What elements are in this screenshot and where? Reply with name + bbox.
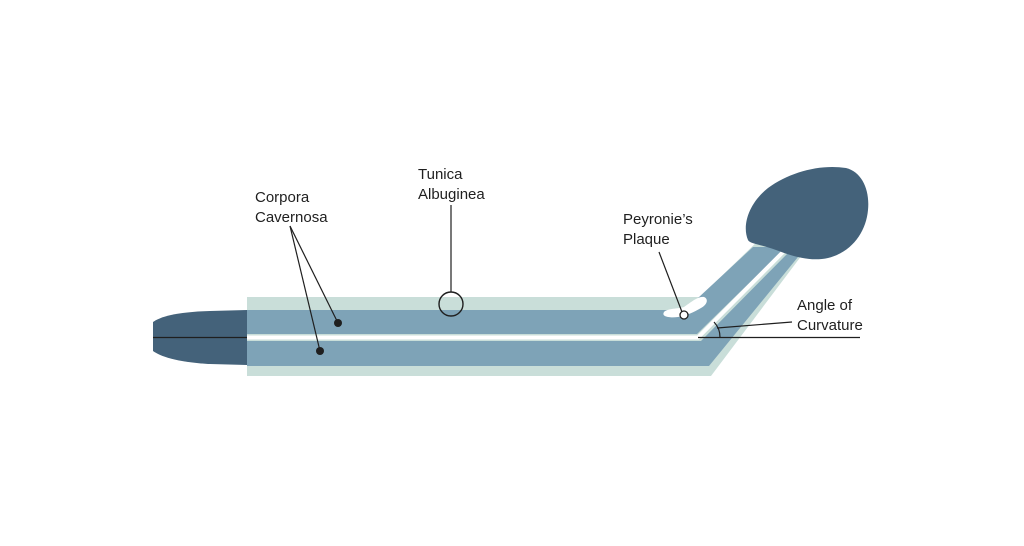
peyronies-plaque-label-line2: Plaque bbox=[623, 231, 670, 248]
peyronies-plaque-label-line1: Peyronie’s bbox=[623, 211, 693, 228]
tunica-albuginea-label: Tunica Albuginea bbox=[418, 165, 485, 205]
angle-leader-line bbox=[716, 321, 793, 329]
peyronies-plaque bbox=[663, 296, 707, 318]
glans bbox=[745, 166, 869, 260]
cavernosa-marker-lower bbox=[316, 347, 324, 355]
cavernosa-leader-upper bbox=[289, 225, 339, 324]
plaque-marker-circle bbox=[679, 310, 689, 320]
cavernosa-marker-upper bbox=[334, 319, 342, 327]
tunica-marker-circle bbox=[438, 291, 464, 317]
corpora-cavernosa-label-line2: Cavernosa bbox=[255, 209, 328, 226]
corpora-cavernosa-upper bbox=[247, 247, 786, 334]
peyronies-plaque-label: Peyronie’s Plaque bbox=[623, 210, 693, 250]
angle-of-curvature-label-line1: Angle of bbox=[797, 297, 853, 314]
cavernosa-leader-lower bbox=[289, 225, 321, 352]
corpora-cavernosa-label: Corpora Cavernosa bbox=[255, 188, 328, 228]
corpora-cavernosa-lower bbox=[247, 252, 798, 366]
angle-of-curvature-label: Angle of Curvature bbox=[797, 296, 863, 336]
angle-arc bbox=[713, 321, 721, 338]
tunica-albuginea-label-line1: Tunica bbox=[418, 166, 463, 183]
angle-of-curvature-label-line2: Curvature bbox=[797, 317, 863, 334]
plaque-leader-line bbox=[658, 251, 683, 313]
corpora-cavernosa-label-line1: Corpora bbox=[255, 189, 310, 206]
tunica-albuginea-label-line2: Albuginea bbox=[418, 186, 485, 203]
